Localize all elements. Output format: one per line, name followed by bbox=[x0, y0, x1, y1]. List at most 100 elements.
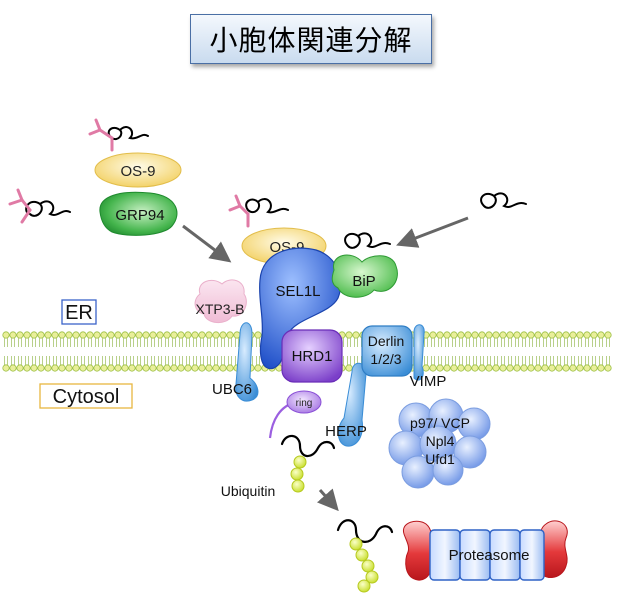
lipid-head bbox=[86, 331, 94, 339]
lipid-head bbox=[436, 364, 444, 372]
lipid-head bbox=[457, 331, 465, 339]
bip-shape bbox=[331, 254, 398, 298]
lipid-head bbox=[513, 331, 521, 339]
grp94-label: GRP94 bbox=[115, 207, 164, 224]
ubiquitin-chain-top-icon bbox=[290, 455, 307, 493]
lipid-head bbox=[51, 364, 59, 372]
lipid-head bbox=[23, 364, 31, 372]
substrate-ubiquitin-top-icon bbox=[280, 434, 336, 458]
lipid-head bbox=[576, 364, 584, 372]
lipid-head bbox=[597, 331, 605, 339]
lipid-head bbox=[352, 331, 360, 339]
lipid-head bbox=[527, 331, 535, 339]
lipid-head bbox=[107, 364, 115, 372]
lipid-head bbox=[9, 364, 17, 372]
lipid-head bbox=[163, 364, 171, 372]
proteasome-left-cap bbox=[402, 520, 434, 581]
ubiquitin-label: Ubiquitin bbox=[221, 483, 275, 499]
lipid-head bbox=[541, 331, 549, 339]
substrate-ubiquitin-bottom-icon bbox=[336, 519, 394, 543]
hrd1-label: HRD1 bbox=[292, 348, 333, 365]
vimp-label: VIMP bbox=[410, 373, 447, 390]
glycan-top-icon bbox=[88, 118, 114, 152]
lipid-head bbox=[121, 364, 129, 372]
lipid-head bbox=[177, 331, 185, 339]
lipid-head bbox=[170, 331, 178, 339]
lipid-head bbox=[30, 364, 38, 372]
lipid-head bbox=[107, 331, 115, 339]
page-title: 小胞体関連分解 bbox=[190, 14, 432, 64]
lipid-head bbox=[128, 331, 136, 339]
lipid-head bbox=[527, 364, 535, 372]
lipid-head bbox=[555, 331, 563, 339]
derlin-label-line2: 1/2/3 bbox=[370, 351, 401, 367]
lipid-head bbox=[471, 364, 479, 372]
lipid-head bbox=[72, 364, 80, 372]
lipid-head bbox=[93, 364, 101, 372]
lipid-head bbox=[114, 331, 122, 339]
arrow-grp94-to-complex bbox=[182, 224, 232, 263]
lipid-head bbox=[44, 364, 52, 372]
lipid-head bbox=[93, 331, 101, 339]
lipid-head bbox=[205, 364, 213, 372]
lipid-head bbox=[464, 331, 472, 339]
er-label-box bbox=[61, 299, 97, 325]
lipid-head bbox=[569, 331, 577, 339]
ring-domain-shape bbox=[286, 390, 322, 414]
lipid-head bbox=[562, 331, 570, 339]
lipid-head bbox=[450, 364, 458, 372]
lipid-head bbox=[597, 364, 605, 372]
lipid-head bbox=[156, 331, 164, 339]
os9-top-label: OS-9 bbox=[120, 163, 155, 180]
lipid-head bbox=[135, 364, 143, 372]
derlin-shape bbox=[361, 325, 413, 377]
lipid-head bbox=[51, 331, 59, 339]
lipid-head bbox=[65, 331, 73, 339]
lipid-head bbox=[471, 331, 479, 339]
lipid-head bbox=[576, 331, 584, 339]
lipid-head bbox=[583, 364, 591, 372]
lipid-head bbox=[156, 364, 164, 372]
lipid-head bbox=[520, 364, 528, 372]
lipid-head bbox=[478, 331, 486, 339]
lipid-head bbox=[436, 331, 444, 339]
lipid-head bbox=[226, 331, 234, 339]
vimp-shape bbox=[413, 324, 425, 381]
lipid-head bbox=[590, 364, 598, 372]
proteasome-core bbox=[429, 529, 545, 581]
lipid-head bbox=[100, 331, 108, 339]
lipid-head bbox=[541, 364, 549, 372]
lipid-head bbox=[37, 331, 45, 339]
lipid-head bbox=[478, 364, 486, 372]
lipid-head bbox=[422, 364, 430, 372]
lipid-head bbox=[212, 364, 220, 372]
lipid-head bbox=[254, 331, 262, 339]
lipid-head bbox=[121, 331, 129, 339]
derlin-label-line1: Derlin bbox=[368, 333, 405, 349]
lipid-head bbox=[254, 364, 262, 372]
lipid-head bbox=[79, 331, 87, 339]
grp94-shape bbox=[99, 191, 178, 236]
unfolded-protein-right-icon bbox=[480, 192, 527, 209]
vcp-complex-shape bbox=[388, 398, 491, 489]
lipid-head bbox=[548, 364, 556, 372]
cytosol-label: Cytosol bbox=[53, 386, 120, 408]
arrow-ubiquitin-to-proteasome bbox=[316, 488, 339, 512]
lipid-head bbox=[149, 364, 157, 372]
sel1l-label: SEL1L bbox=[275, 283, 320, 300]
lipid-head bbox=[506, 364, 514, 372]
lipid-head bbox=[499, 364, 507, 372]
lipid-head bbox=[142, 331, 150, 339]
lipid-head bbox=[429, 331, 437, 339]
xtp3b-shape bbox=[194, 279, 247, 323]
arrow-substrate-to-bip bbox=[396, 216, 469, 248]
lipid-head bbox=[58, 331, 66, 339]
lipid-head bbox=[590, 331, 598, 339]
vcp-label-line2: Npl4 bbox=[426, 433, 455, 449]
lipid-head bbox=[198, 331, 206, 339]
lipid-head bbox=[86, 364, 94, 372]
lipid-head bbox=[212, 331, 220, 339]
lipid-head bbox=[604, 331, 612, 339]
lipid-head bbox=[569, 364, 577, 372]
lipid-head bbox=[548, 331, 556, 339]
